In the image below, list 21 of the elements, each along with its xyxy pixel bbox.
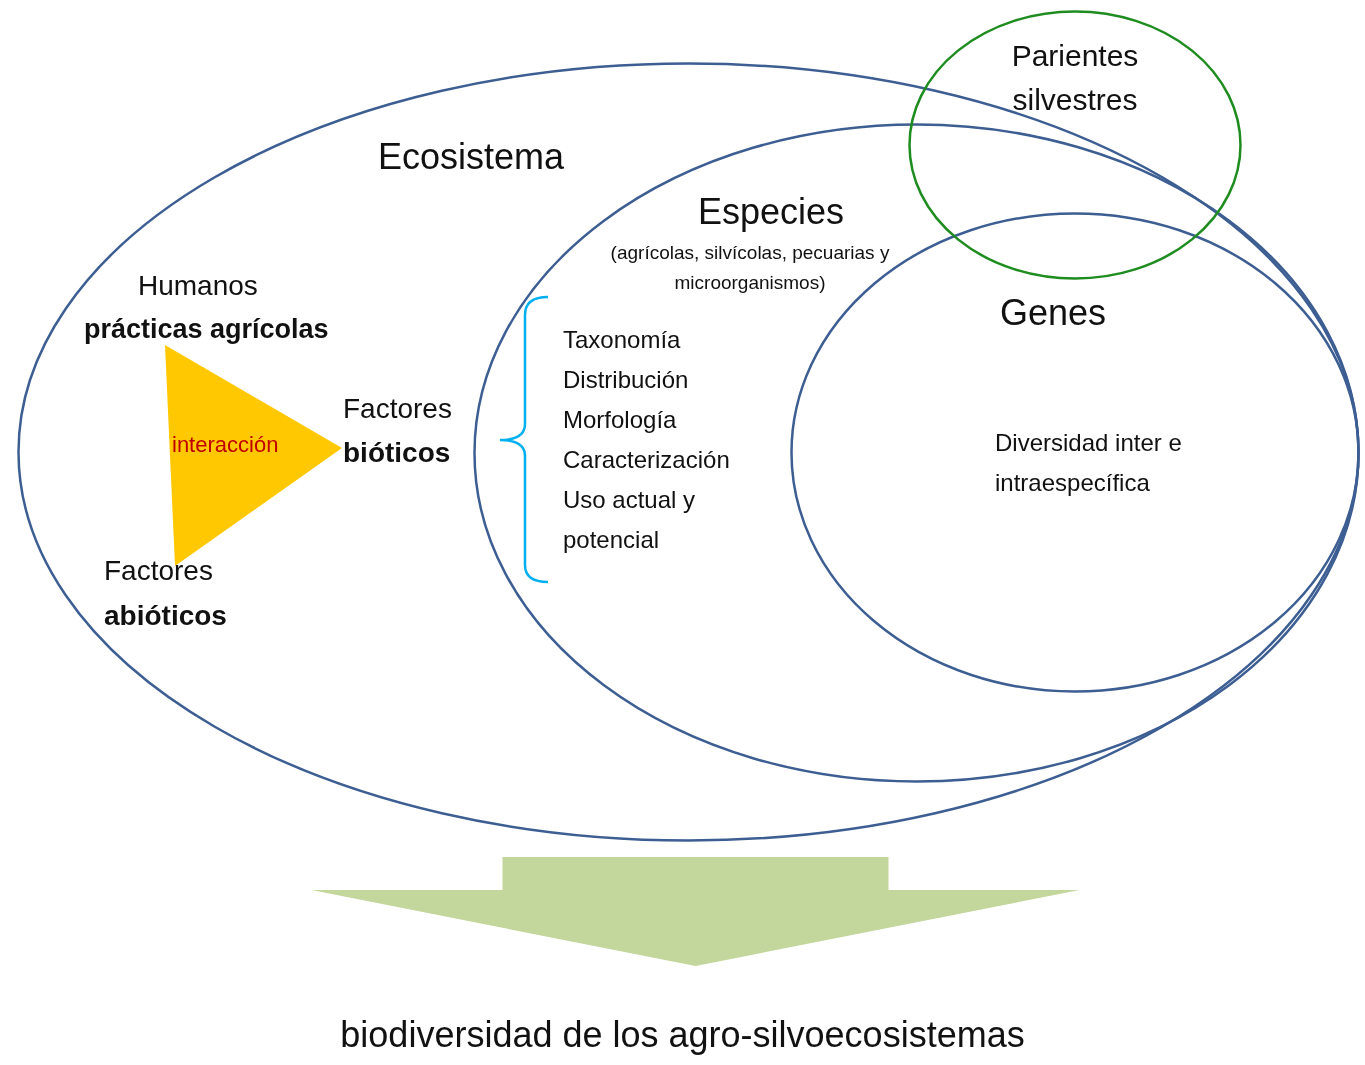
list-item: Distribución	[563, 365, 689, 395]
label-text: Factores	[104, 555, 213, 588]
block-arrow	[311, 857, 1080, 966]
result-text: biodiversidad de los agro-silvoecosistemas	[339, 1014, 1026, 1056]
list-item: Morfología	[563, 405, 677, 435]
label-text: Factores	[343, 393, 452, 426]
wild-relatives-circle	[908, 10, 1242, 280]
label-text: prácticas agrícolas	[84, 314, 329, 346]
list-item: Uso actual y potencial	[563, 485, 697, 555]
region-title: Ecosistema	[378, 136, 565, 178]
list-item: Taxonomía	[563, 325, 681, 355]
list-item: Caracterización	[563, 445, 730, 475]
region-title: Parientes silvestres	[1010, 38, 1140, 118]
description-text: (agrícolas, silvícolas, pecuarias y microorganismos)	[609, 241, 891, 295]
description-text: Diversidad inter e intraespecífica	[995, 428, 1183, 498]
region-title: Especies	[698, 191, 845, 233]
label-text: Humanos	[138, 270, 258, 303]
region-title: Genes	[1000, 292, 1107, 334]
interaction-text: interacción	[172, 432, 279, 458]
label-text: abióticos	[104, 600, 227, 633]
label-text: bióticos	[343, 437, 451, 470]
